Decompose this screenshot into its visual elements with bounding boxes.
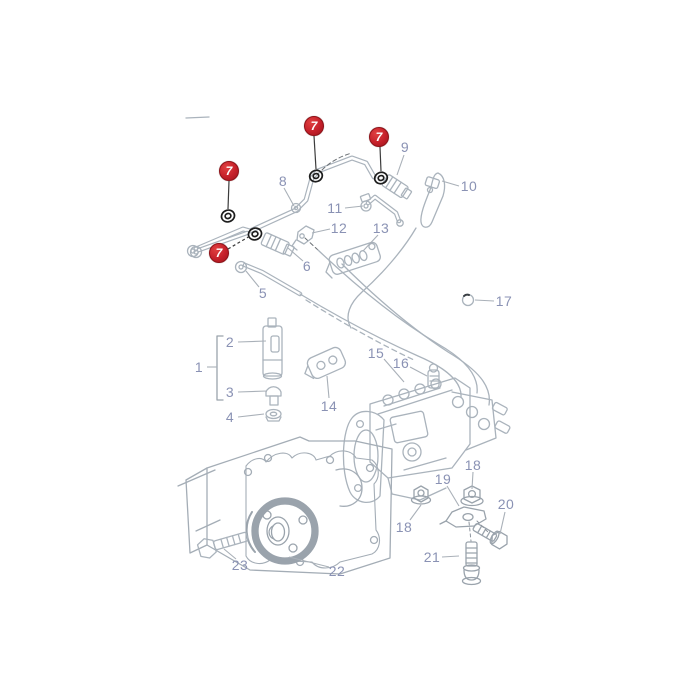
leader-line-16 xyxy=(409,366,428,377)
part-number-label-19[interactable]: 19 xyxy=(434,471,452,487)
leader-line-12 xyxy=(311,228,331,234)
leader-line-10 xyxy=(441,180,460,187)
leader-line-19 xyxy=(446,485,460,507)
leader-line-6 xyxy=(287,247,304,262)
part-number-label-16[interactable]: 16 xyxy=(392,355,410,371)
part-number-label-23[interactable]: 23 xyxy=(231,557,249,573)
leader-line-18 xyxy=(471,471,474,490)
badge-leader-line-0 xyxy=(313,135,317,170)
leader-line-18 xyxy=(409,504,422,521)
part-number-label-18-18[interactable]: 18 xyxy=(395,519,413,535)
injection-pipes-drawing xyxy=(299,227,491,406)
leader-line-9 xyxy=(396,154,405,176)
part-number-label-1[interactable]: 1 xyxy=(194,359,204,375)
sealing-washers-7-drawing xyxy=(220,169,389,241)
part-number-label-2[interactable]: 2 xyxy=(225,334,235,350)
part-number-label-13[interactable]: 13 xyxy=(372,220,390,236)
leader-line-11 xyxy=(344,205,364,209)
injection-pump-drawing xyxy=(342,363,511,503)
injector-clamp-14-drawing xyxy=(304,346,347,380)
leader-line-8 xyxy=(283,187,295,207)
part-number-label-9[interactable]: 9 xyxy=(400,139,410,155)
union-9-drawing xyxy=(381,174,413,200)
part-number-label-10[interactable]: 10 xyxy=(460,178,478,194)
leader-line-20 xyxy=(499,511,506,535)
part-number-label-15[interactable]: 15 xyxy=(367,345,385,361)
ball-17-drawing xyxy=(461,293,475,307)
leader-line-15 xyxy=(383,358,405,383)
part-number-label-8[interactable]: 8 xyxy=(278,173,288,189)
part-number-label-3[interactable]: 3 xyxy=(225,384,235,400)
part-number-label-12[interactable]: 12 xyxy=(330,220,348,236)
leader-line-17 xyxy=(474,299,495,302)
leader-line-13 xyxy=(362,234,379,252)
badge-leader-line-1 xyxy=(379,146,382,172)
part-number-label-11[interactable]: 11 xyxy=(327,200,343,216)
leader-line-23 xyxy=(223,548,237,560)
part-number-label-20[interactable]: 20 xyxy=(497,496,515,512)
part-number-label-4[interactable]: 4 xyxy=(225,409,235,425)
stud-21-drawing xyxy=(461,541,482,586)
highlight-badge-7-3[interactable]: 7 xyxy=(209,243,229,263)
hidden-pipe-dash xyxy=(304,152,353,251)
highlight-badge-7-0[interactable]: 7 xyxy=(304,116,324,136)
part-number-label-14[interactable]: 14 xyxy=(320,398,338,414)
nut-18-left-drawing xyxy=(410,485,432,505)
leader-line-21 xyxy=(441,555,460,558)
pipe-5-and-union-6-drawing xyxy=(189,230,303,297)
anchor-plate-19-drawing xyxy=(439,506,487,528)
leader-line-4 xyxy=(237,413,265,418)
highlight-badge-7-2[interactable]: 7 xyxy=(219,161,239,181)
leader-line-2 xyxy=(237,340,267,343)
timing-gear-22-drawing xyxy=(245,497,319,565)
pipe-clamp-13-drawing xyxy=(325,241,381,279)
badge-leader-line-2 xyxy=(227,180,230,210)
pipe-clamp-12-drawing xyxy=(291,225,315,251)
part-number-label-6[interactable]: 6 xyxy=(302,258,312,274)
leader-line-22 xyxy=(288,556,330,568)
leader-line-5 xyxy=(245,270,260,288)
assembly-dashes xyxy=(468,520,490,542)
return-pipe-10-drawing xyxy=(420,172,446,228)
part-number-label-22[interactable]: 22 xyxy=(328,563,346,579)
bolt-23-drawing xyxy=(196,531,249,559)
leader-line-3 xyxy=(237,390,268,393)
reference-dash xyxy=(185,116,210,119)
badge-leader-lines xyxy=(227,135,382,250)
part-number-label-5[interactable]: 5 xyxy=(258,285,268,301)
leader-line-14 xyxy=(326,375,330,399)
leak-off-pipe-8-drawing xyxy=(186,155,377,258)
label-leader-lines xyxy=(207,154,506,568)
part-number-label-17[interactable]: 17 xyxy=(495,293,513,309)
injector-assembly-drawing xyxy=(216,317,283,422)
badge-leader-line-3 xyxy=(227,235,251,250)
engine-plate-drawing xyxy=(177,436,393,575)
part-number-label-21[interactable]: 21 xyxy=(423,549,441,565)
part-number-label-18-16[interactable]: 18 xyxy=(464,457,482,473)
highlight-badge-7-1[interactable]: 7 xyxy=(369,127,389,147)
